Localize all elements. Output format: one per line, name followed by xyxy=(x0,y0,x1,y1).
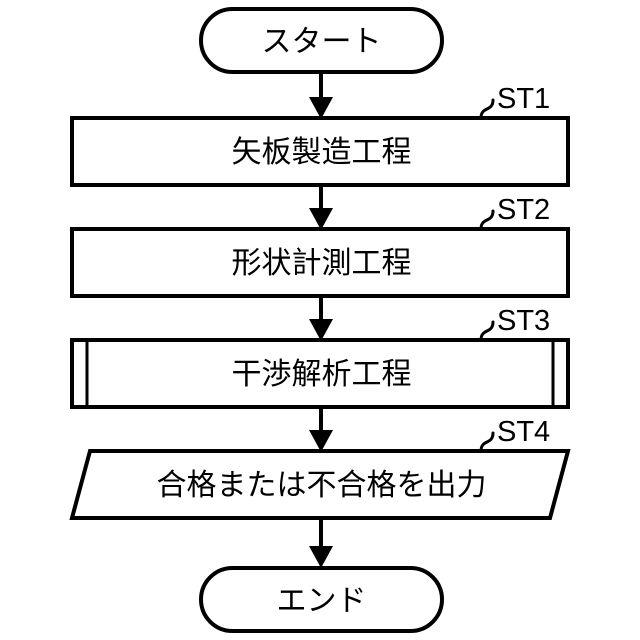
node-start[interactable]: スタート xyxy=(199,7,444,74)
arrow-head-icon xyxy=(309,97,333,119)
parallelogram-shape-st4 xyxy=(69,449,571,520)
callout-st3: ST3 xyxy=(479,305,550,342)
leader-squiggle-icon xyxy=(479,209,495,231)
node-st4-label: 合格または不合格を出力 xyxy=(157,468,487,503)
step-tag-st1: ST1 xyxy=(497,83,550,115)
predefined-process-shape-st3 xyxy=(70,338,570,409)
arrow-head-icon xyxy=(309,208,333,230)
connector-st1-to-st2 xyxy=(309,185,333,230)
terminator-shape-end xyxy=(199,566,444,633)
node-st2[interactable]: 形状計測工程 xyxy=(70,227,570,298)
callout-st2: ST2 xyxy=(479,194,550,231)
node-st1[interactable]: 矢板製造工程 xyxy=(70,116,570,187)
node-start-label: スタート xyxy=(262,25,382,60)
connector-st3-to-st4 xyxy=(309,407,333,452)
node-st2-label: 形状計測工程 xyxy=(232,246,412,281)
leader-squiggle-icon xyxy=(479,431,495,453)
node-end[interactable]: エンド xyxy=(199,566,444,633)
node-end-label: エンド xyxy=(277,584,367,619)
connector-start-to-st1 xyxy=(309,72,333,119)
node-st3-label: 干渉解析工程 xyxy=(232,357,412,392)
process-shape-st1 xyxy=(70,116,570,187)
connector-st4-to-end xyxy=(309,518,333,568)
step-tag-st4: ST4 xyxy=(497,416,550,448)
callout-st1: ST1 xyxy=(479,83,550,120)
arrow-head-icon xyxy=(309,546,333,568)
node-st3[interactable]: 干渉解析工程 xyxy=(70,338,570,409)
step-tag-st3: ST3 xyxy=(497,305,550,337)
leader-squiggle-icon xyxy=(479,98,495,120)
callout-st4: ST4 xyxy=(479,416,550,453)
arrow-head-icon xyxy=(309,430,333,452)
step-tag-st2: ST2 xyxy=(497,194,550,226)
connector-st2-to-st3 xyxy=(309,296,333,341)
node-st1-label: 矢板製造工程 xyxy=(232,135,412,170)
node-st4[interactable]: 合格または不合格を出力 xyxy=(69,449,571,520)
arrow-head-icon xyxy=(309,319,333,341)
leader-squiggle-icon xyxy=(479,320,495,342)
